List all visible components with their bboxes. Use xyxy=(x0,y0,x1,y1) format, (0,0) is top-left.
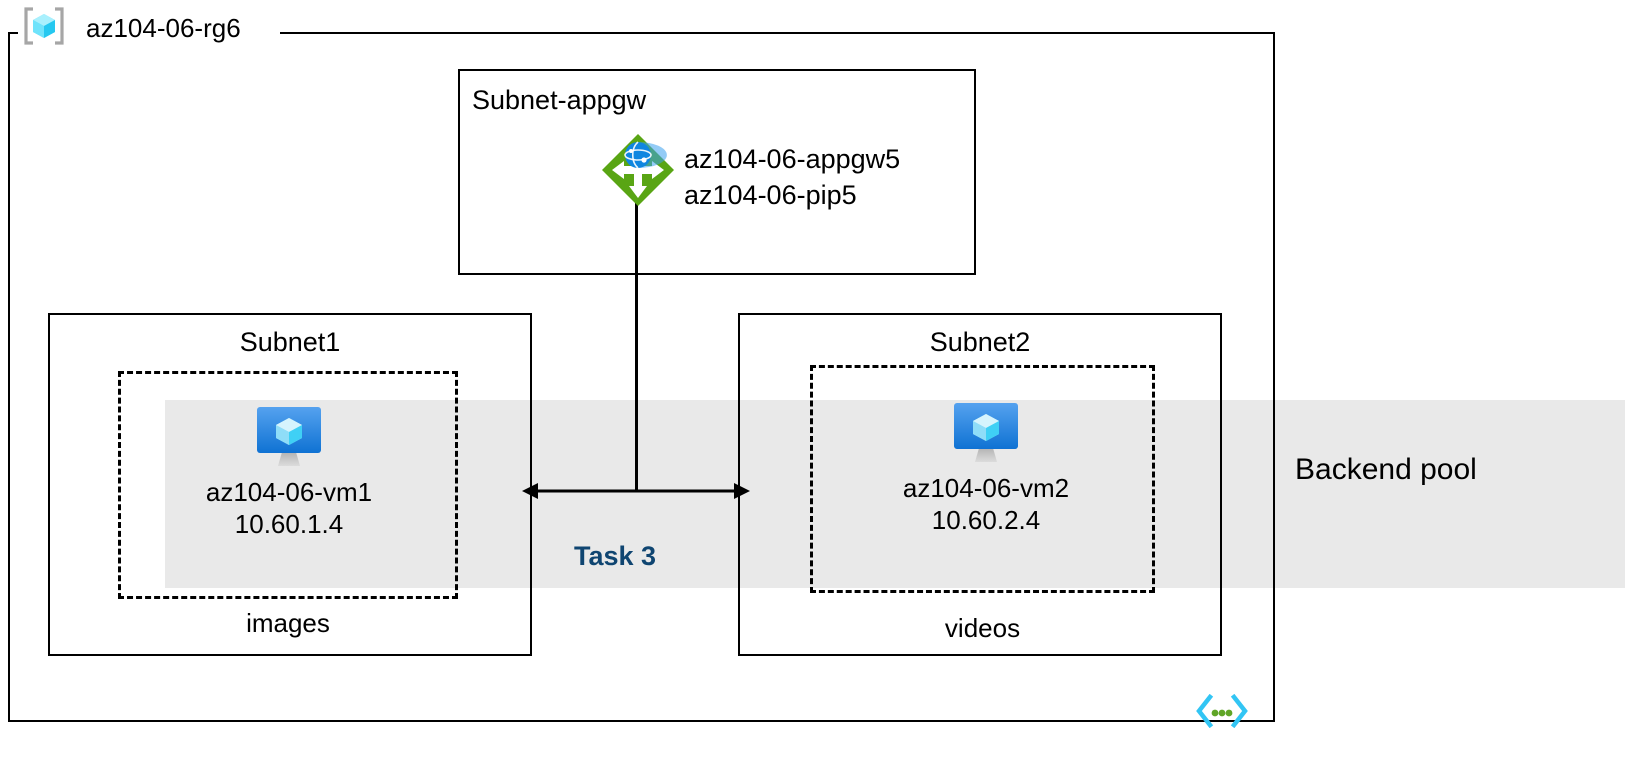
vm2-block: az104-06-vm2 10.60.2.4 xyxy=(862,400,1110,536)
subnet1-footer-label: images xyxy=(246,608,330,638)
subnet1-box xyxy=(48,313,532,656)
code-brackets-icon xyxy=(1196,693,1248,729)
task-3-label: Task 3 xyxy=(574,541,657,571)
subnet-appgw-box xyxy=(458,69,976,275)
appgw-public-ip-name: az104-06-pip5 xyxy=(684,180,857,210)
vm2-ip: 10.60.2.4 xyxy=(931,505,1041,535)
gateway-connector-line xyxy=(635,202,638,492)
resource-group-box xyxy=(8,32,1275,722)
subnet2-box xyxy=(738,313,1222,656)
vm2-name: az104-06-vm2 xyxy=(902,473,1070,503)
virtual-machine-icon xyxy=(949,400,1023,466)
subnet2-dashed-boundary xyxy=(810,365,1155,593)
subnet1-title: Subnet1 xyxy=(239,327,341,357)
application-gateway-labels: az104-06-appgw5 az104-06-pip5 xyxy=(684,141,900,213)
application-gateway-icon xyxy=(600,132,676,208)
backend-pool-band xyxy=(165,400,1625,588)
vm1-name: az104-06-vm1 xyxy=(205,477,373,507)
virtual-machine-icon xyxy=(252,404,326,470)
appgw-name: az104-06-appgw5 xyxy=(684,144,901,174)
resource-group-name: az104-06-rg6 xyxy=(86,13,241,43)
subnet-to-subnet-arrow xyxy=(520,476,752,506)
resource-group-title-notch xyxy=(18,22,280,44)
subnet2-footer-label: videos xyxy=(944,613,1021,643)
vm1-ip: 10.60.1.4 xyxy=(234,509,344,539)
vm1-block: az104-06-vm1 10.60.1.4 xyxy=(165,404,413,540)
subnet1-dashed-boundary xyxy=(118,371,458,599)
subnet-appgw-title: Subnet-appgw xyxy=(472,85,647,115)
resource-group-icon xyxy=(22,6,66,46)
subnet2-title: Subnet2 xyxy=(929,327,1031,357)
backend-pool-label: Backend pool xyxy=(1295,453,1477,486)
